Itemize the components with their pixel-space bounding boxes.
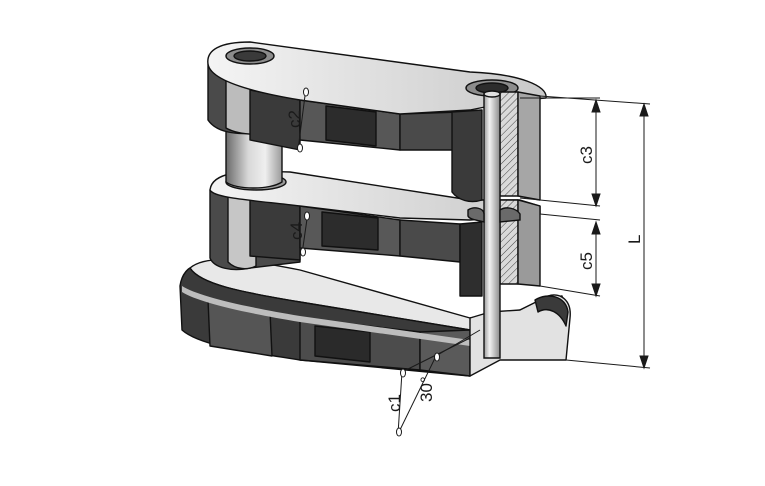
pin [467, 90, 521, 359]
label-angle-30: 30° [417, 376, 436, 402]
label-c1: c1 [385, 394, 404, 412]
label-c4: c4 [287, 222, 306, 240]
dimension-labels: c2 c4 c3 c5 L c1 30° [285, 110, 644, 412]
label-c2: c2 [285, 110, 304, 128]
dimension-lines [297, 87, 651, 437]
label-L: L [625, 235, 644, 244]
top-link [207, 41, 547, 203]
label-c3: c3 [577, 146, 596, 164]
base-plate [179, 258, 571, 377]
label-c5: c5 [577, 252, 596, 270]
middle-link [209, 170, 541, 297]
